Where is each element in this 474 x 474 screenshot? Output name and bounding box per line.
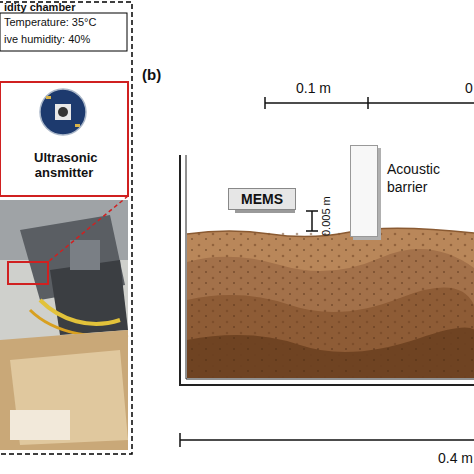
part-label: Acoustic barrier xyxy=(387,160,457,196)
panel-note: idity chamber xyxy=(4,1,76,13)
panel-note: Temperature: 35°C xyxy=(4,16,96,28)
part-label: Ultrasonic ansmitter xyxy=(34,150,94,180)
barrier-box: Acoustic barrier xyxy=(350,145,378,237)
part-label: MEMS xyxy=(241,191,283,207)
dimension-label: 0 xyxy=(465,80,473,96)
callout-box: Ultrasonic ansmitter xyxy=(2,150,126,190)
panel-note: ive humidity: 40% xyxy=(4,33,90,45)
dimension-label: 0.1 m xyxy=(296,80,331,96)
panel-letter: (b) xyxy=(142,66,161,83)
sensor-box: MEMS xyxy=(228,188,296,210)
dimension-label: 0.4 m xyxy=(438,450,473,466)
dimension-label: 0.005 m xyxy=(320,196,332,236)
